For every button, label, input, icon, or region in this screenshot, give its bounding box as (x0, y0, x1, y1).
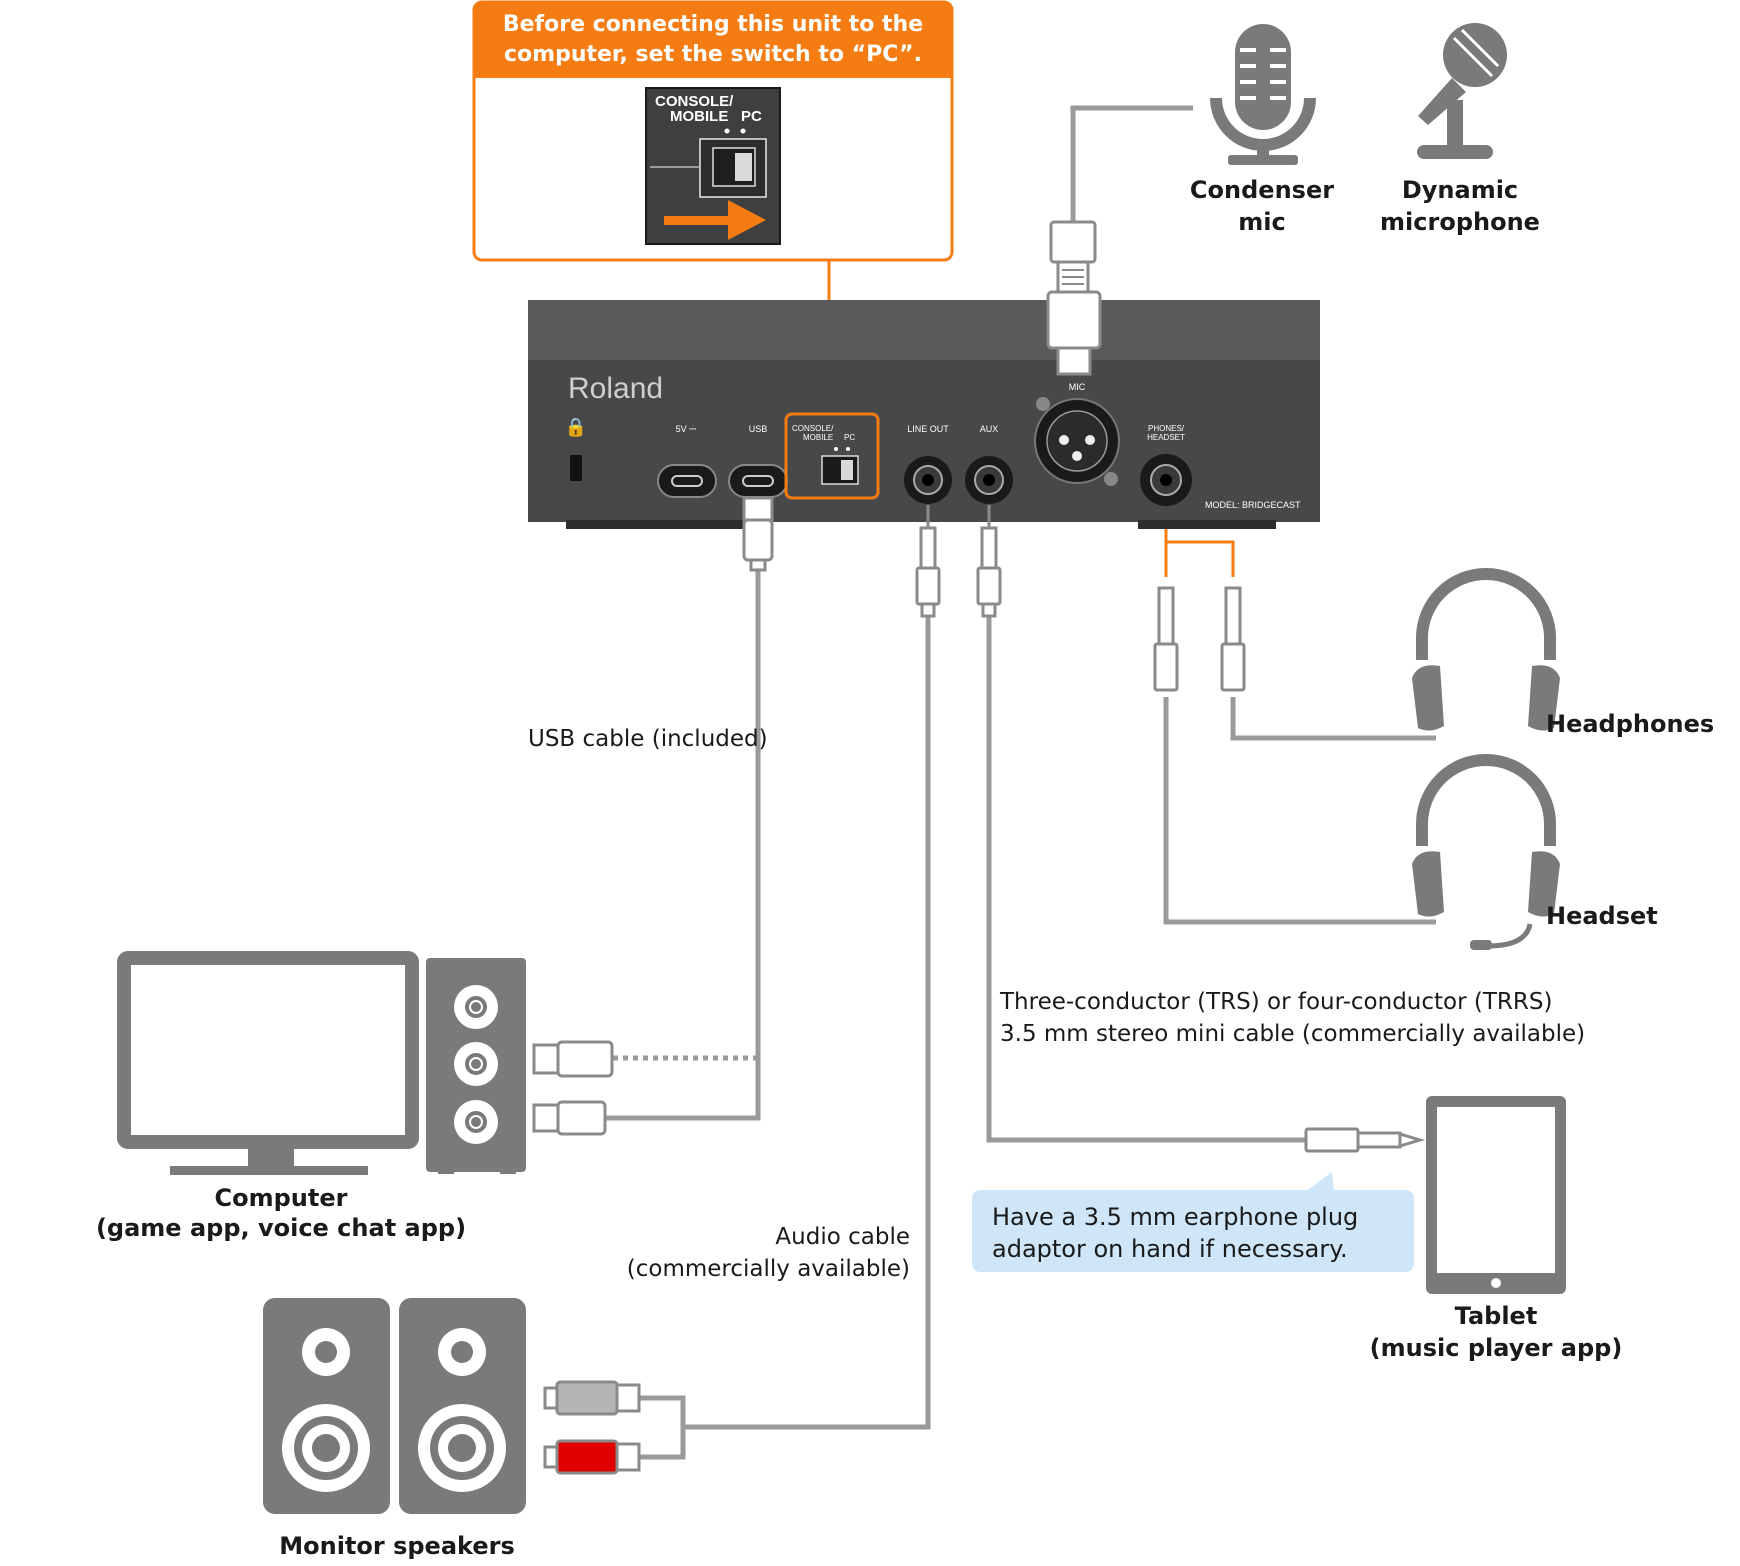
condenser-mic-label-1: Condenser (1189, 176, 1335, 204)
pc-tower-icon (426, 958, 526, 1174)
monitor-speaker-left-icon (263, 1298, 390, 1514)
port-phones-label-2: HEADSET (1147, 433, 1185, 442)
tip-text: Have a 3.5 mm earphone plug adaptor on h… (992, 1201, 1358, 1265)
roland-logo: Roland (568, 372, 664, 405)
headset-label: Headset (1546, 902, 1658, 930)
arrow-right-icon (728, 200, 766, 240)
tablet-label-1: Tablet (1454, 1302, 1538, 1330)
lock-icon: 🔒 (565, 417, 587, 438)
rca-plugs (543, 1380, 641, 1475)
trs-cable-label-2: 3.5 mm stereo mini cable (commercially a… (1000, 1021, 1586, 1047)
computer-label-1: Computer (214, 1184, 348, 1212)
lock-slot (570, 455, 582, 481)
dynamic-mic-label-1: Dynamic (1401, 176, 1519, 204)
tip-pointer (1305, 1172, 1334, 1192)
port-5v (657, 464, 717, 498)
condenser-mic-icon (1210, 24, 1316, 165)
tip-text-line2: adaptor on hand if necessary. (992, 1235, 1348, 1263)
usb-cable-label: USB cable (included) (528, 726, 768, 752)
jack-phones (1140, 454, 1192, 506)
warning-title: Before connecting this unit to the compu… (474, 2, 952, 78)
plugs (532, 220, 1426, 1153)
monitor-speaker-right-icon (399, 1298, 526, 1514)
tablet-label-2: (music player app) (1369, 1334, 1623, 1362)
monitor-speakers-label: Monitor speakers (279, 1532, 515, 1560)
condenser-mic-label-2: mic (1238, 208, 1286, 236)
port-switch-label-2: MOBILE (803, 433, 834, 442)
port-switch-pc-label: PC (844, 433, 856, 442)
jack-line-out (904, 456, 952, 504)
computer-label-2: (game app, voice chat app) (95, 1214, 467, 1242)
switch-closeup-console-label: CONSOLE/ (655, 93, 734, 110)
tip-box (972, 1190, 1414, 1272)
switch-closeup-pc-label: PC (741, 108, 762, 125)
headphones-icon (1412, 568, 1560, 731)
model-label: MODEL: BRIDGECAST (1205, 500, 1301, 510)
port-switch-label-1: CONSOLE/ (792, 424, 834, 433)
headset-icon (1412, 754, 1560, 950)
warning-title-line2: computer, set the switch to “PC”. (504, 42, 922, 67)
switch-closeup (645, 87, 781, 245)
device-bridgecast: 🔒 (528, 300, 1320, 529)
tablet-icon (1426, 1096, 1566, 1294)
trs-cable-label-1: Three-conductor (TRS) or four-conductor … (1000, 989, 1553, 1015)
dynamic-microphone-icon (1417, 23, 1507, 159)
port-line-out-label: LINE OUT (907, 424, 949, 434)
port-usb (728, 464, 788, 498)
warning-title-line1: Before connecting this unit to the (502, 12, 924, 37)
port-aux-label: AUX (979, 424, 999, 434)
audio-cable-label-1: Audio cable (775, 1224, 910, 1250)
headphones-label: Headphones (1546, 710, 1715, 738)
port-5v-label: 5V ⎓ (675, 424, 697, 434)
port-usb-label: USB (748, 424, 768, 434)
audio-cable-label-2: (commercially available) (626, 1256, 910, 1282)
jack-aux (965, 456, 1013, 504)
xlr-mic-input (1034, 397, 1120, 486)
port-mic-label: MIC (1068, 382, 1086, 392)
dynamic-mic-label-2: microphone (1380, 208, 1540, 236)
cables (605, 105, 1436, 1460)
computer-monitor-icon (117, 951, 419, 1175)
port-phones-label-1: PHONES/ (1147, 424, 1185, 433)
switch-closeup-mobile-label: MOBILE (670, 108, 729, 125)
tip-text-line1: Have a 3.5 mm earphone plug (992, 1203, 1359, 1231)
